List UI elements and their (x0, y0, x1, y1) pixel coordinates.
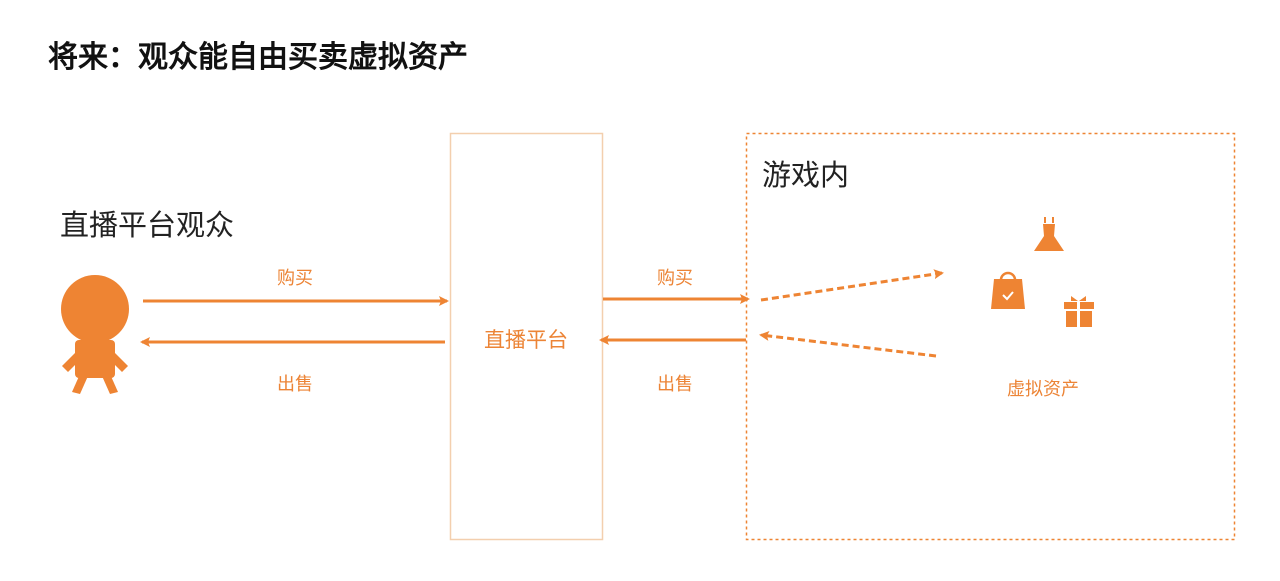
platform-label: 直播平台 (484, 328, 568, 352)
page-title: 将来：观众能自由买卖虚拟资产 (48, 40, 468, 75)
gift-icon (1064, 296, 1094, 327)
assets-label: 虚拟资产 (1007, 379, 1079, 400)
sell-label-left: 出售 (277, 374, 313, 395)
sell-label-right: 出售 (657, 374, 693, 395)
buy-dashed-arrow (760, 269, 944, 302)
shopping-bag-icon (991, 271, 1025, 309)
buy-label-right: 购买 (657, 268, 693, 289)
dress-icon (1034, 217, 1064, 251)
buy-label-left: 购买 (277, 268, 313, 289)
person-icon (61, 275, 129, 394)
sell-dashed-arrow (759, 330, 937, 358)
audience-label: 直播平台观众 (60, 208, 235, 242)
game-label: 游戏内 (762, 158, 850, 192)
game-box (745, 132, 1236, 541)
